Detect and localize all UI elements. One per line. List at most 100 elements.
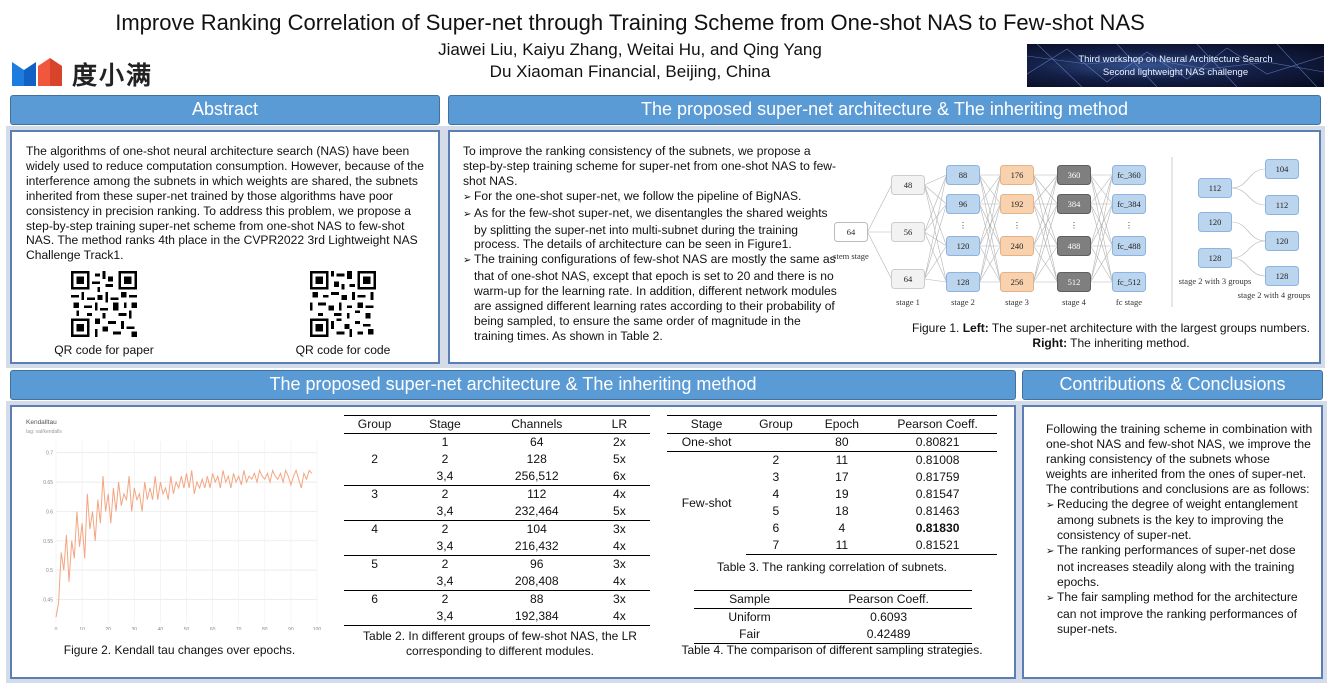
table4-caption: Table 4. The comparison of different sam… — [681, 643, 983, 657]
table2-cell: 2 — [441, 452, 449, 466]
arrow-bullet-icon: ➢ — [1046, 592, 1055, 604]
ellipsis-mark: ⋮ — [959, 220, 968, 230]
table2-cell: 3x — [588, 520, 650, 538]
caption-left-label: Left: — [962, 321, 989, 335]
y-tick-label: 0.45 — [43, 598, 53, 604]
table3-cell: 0.81008 — [878, 451, 997, 469]
table2-cell: 2 — [405, 520, 485, 538]
node-label: 128 — [1276, 271, 1289, 281]
table2-cell: 3,4 — [436, 574, 454, 588]
stage4-node: 488 — [1057, 236, 1091, 256]
caption-right-label: Right: — [1032, 335, 1068, 350]
contributions-intro: Following the training scheme in combina… — [1046, 422, 1313, 496]
table3-cell: 0.81830 — [915, 521, 960, 535]
stage3-node: 256 — [1000, 272, 1034, 292]
node-label: 64 — [904, 274, 913, 284]
table2-cell: 2 — [405, 590, 485, 608]
table2-cell — [344, 434, 405, 452]
caption-mid: The super-net architecture with the larg… — [988, 321, 1310, 335]
contribution-bullet: ➢The fair sampling method for the archit… — [1046, 590, 1314, 637]
stage1-node: 48 — [891, 175, 925, 195]
node-label: 360 — [1068, 170, 1081, 180]
arrow-bullet-icon: ➢ — [1046, 546, 1055, 558]
table2-cell: 232,464 — [514, 504, 559, 518]
ellipsis-mark: ⋮ — [1013, 220, 1022, 230]
proposed-bullet: ➢The training configurations of few-shot… — [463, 252, 838, 343]
node-label: 120 — [1209, 217, 1222, 227]
stage-label: stage 2 — [951, 297, 975, 307]
y-tick-label: 0.7 — [46, 451, 53, 457]
table4-cell: Uniform — [728, 610, 771, 624]
proposed-heading: The proposed super-net architecture & Th… — [448, 95, 1321, 125]
stage1-node: 64 — [891, 269, 925, 289]
fc-node: fc_384 — [1112, 194, 1146, 214]
proposed-bullet: ➢As for the few-shot super-net, we disen… — [463, 206, 838, 253]
table2-header: Channels — [484, 415, 589, 434]
table3-cell: 6 — [772, 521, 780, 535]
table2-cell: 3,4 — [436, 469, 454, 483]
stage3-node: 240 — [1000, 236, 1034, 256]
inherit-out-node: 112 — [1265, 195, 1299, 215]
y-tick-label: 0.55 — [43, 539, 53, 545]
table2-header: LR — [588, 415, 650, 434]
table2-cell: 3 — [344, 485, 406, 503]
table3-cell: 0.81759 — [915, 470, 960, 484]
table3-cell: 11 — [805, 451, 879, 469]
table3-cell: 4 — [838, 521, 846, 535]
x-tick-label: 80 — [262, 627, 268, 630]
table2-cell: 2 — [405, 485, 485, 503]
bullet-text: The ranking performances of super-net do… — [1057, 543, 1296, 590]
company-logo: 度小满 — [10, 54, 160, 90]
table3-ranking-correlation: Stage Group Epoch Pearson Coeff. One-sho… — [667, 415, 997, 555]
table2-cell: 3x — [588, 590, 650, 608]
table3-header: Epoch — [805, 415, 879, 434]
node-label: 176 — [1011, 170, 1024, 180]
inherit-out-node: 104 — [1265, 159, 1299, 179]
table3-header: Pearson Coeff. — [878, 415, 997, 434]
caption-prefix: Figure 1. — [912, 321, 963, 335]
node-label: 56 — [904, 227, 913, 237]
x-tick-label: 100 — [313, 627, 322, 630]
table2-cell: 4 — [344, 520, 406, 538]
table2-cell: 2 — [371, 452, 378, 466]
x-tick-label: 10 — [79, 627, 85, 630]
table2-cell: 5x — [613, 504, 626, 518]
fc-node: fc_512 — [1112, 272, 1146, 292]
ellipsis-mark: ⋮ — [1125, 220, 1134, 230]
node-label: 120 — [1276, 236, 1289, 246]
arrow-bullet-icon: ➢ — [463, 208, 472, 220]
table2-cell — [344, 468, 405, 486]
table4-sampling-strategies: Sample Pearson Coeff. Uniform 0.6093 Fai… — [694, 590, 972, 644]
table3-cell: 0.81521 — [878, 537, 997, 555]
bullet-text: The fair sampling method for the archite… — [1057, 589, 1298, 636]
table3-stage-cell: Few-shot — [667, 451, 747, 555]
table2-cell: 2x — [613, 435, 626, 449]
qr-code-icon — [310, 271, 376, 337]
stage4-node: 360 — [1057, 165, 1091, 185]
bullet-text: Reducing the degree of weight entangleme… — [1057, 496, 1298, 543]
stage4-node: 512 — [1057, 272, 1091, 292]
table4-cell: 0.42489 — [805, 626, 972, 644]
stage2-node: 88 — [946, 165, 980, 185]
stage2-4groups-label: stage 2 with 4 groups — [1238, 290, 1311, 300]
node-label: 88 — [959, 170, 968, 180]
table4-cell: Fair — [694, 626, 806, 644]
table3-cell: 3 — [772, 470, 780, 484]
table2-cell: 4x — [613, 574, 626, 588]
table2-cell: 112 — [484, 485, 589, 503]
table3-cell: 18 — [835, 504, 849, 518]
table2-header: Stage — [405, 415, 485, 434]
kendall-tau-chart: Kendalltau tag: val/kendalls 0.450.50.55… — [26, 419, 322, 630]
table3-cell: One-shot — [681, 435, 732, 449]
table2-cell: 6x — [613, 469, 626, 483]
proposed-panel: To improve the ranking consistency of th… — [448, 130, 1321, 364]
table3-header: Group — [746, 415, 806, 434]
table3-cell: 17 — [835, 470, 849, 484]
y-tick-label: 0.6 — [46, 509, 53, 515]
table2-header: Group — [344, 415, 406, 434]
table2-cell: 2 — [405, 555, 485, 573]
inherit-out-node: 128 — [1265, 266, 1299, 286]
